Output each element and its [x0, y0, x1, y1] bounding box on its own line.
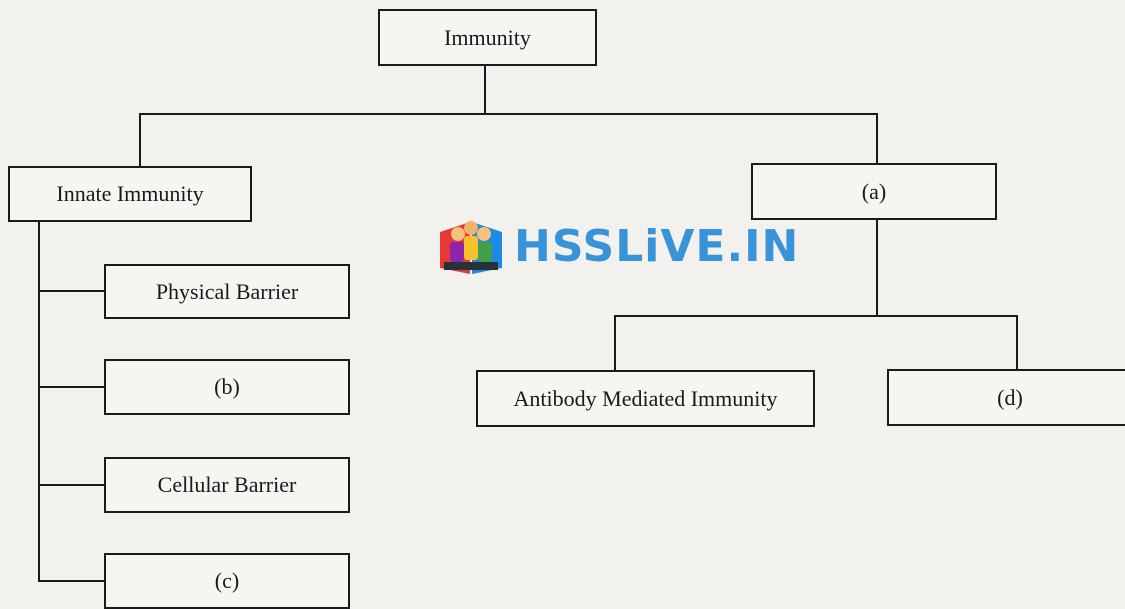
node-physical-barrier: Physical Barrier: [104, 264, 350, 319]
node-immunity: Immunity: [378, 9, 597, 66]
connector-a-down: [876, 218, 878, 316]
connector-to-a: [876, 113, 878, 165]
node-cellular-barrier: Cellular Barrier: [104, 457, 350, 513]
connector-to-d: [1016, 315, 1018, 371]
connector-to-antibody: [614, 315, 616, 372]
node-a: (a): [751, 163, 997, 220]
connector-to-c: [38, 580, 106, 582]
connector-root-down: [484, 64, 486, 114]
watermark: HSSLiVE.IN: [436, 212, 799, 280]
connector-to-cellular-barrier: [38, 484, 106, 486]
node-b: (b): [104, 359, 350, 415]
connector-to-innate: [139, 113, 141, 168]
node-innate-immunity: Innate Immunity: [8, 166, 252, 222]
connector-innate-trunk: [38, 220, 40, 582]
connector-to-physical-barrier: [38, 290, 106, 292]
node-c: (c): [104, 553, 350, 609]
connector-to-b: [38, 386, 106, 388]
watermark-text: HSSLiVE.IN: [514, 220, 800, 272]
children-reading-logo-icon: [440, 221, 502, 274]
node-d: (d): [887, 369, 1125, 426]
connector-top-horizontal: [139, 113, 878, 115]
connector-a-horizontal: [614, 315, 1018, 317]
node-antibody-mediated-immunity: Antibody Mediated Immunity: [476, 370, 815, 427]
